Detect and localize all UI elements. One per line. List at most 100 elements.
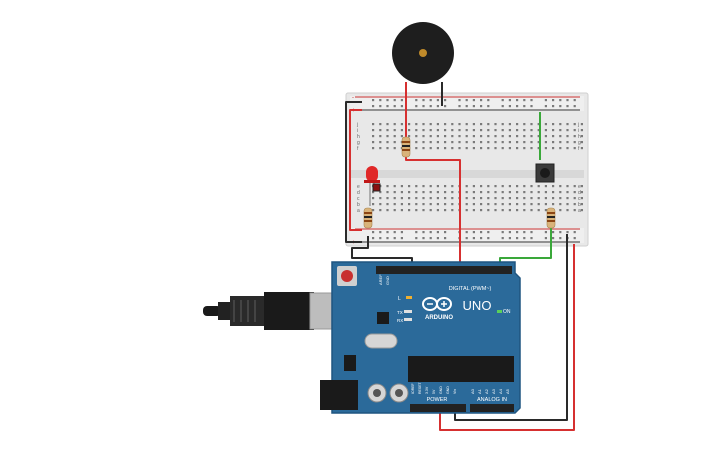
breadboard-hole <box>458 129 461 132</box>
breadboard-hole <box>573 135 576 138</box>
breadboard-hole <box>436 141 439 144</box>
breadboard-hole <box>400 231 403 234</box>
breadboard-hole <box>472 185 475 188</box>
breadboard-hole <box>393 141 396 144</box>
breadboard-hole <box>566 99 569 102</box>
breadboard-hole <box>537 135 540 138</box>
breadboard-hole <box>494 129 497 132</box>
breadboard-hole <box>379 237 382 240</box>
analog-header <box>470 404 514 412</box>
breadboard-hole <box>523 203 526 206</box>
breadboard-hole <box>444 123 447 126</box>
breadboard-hole <box>566 141 569 144</box>
atmega-chip <box>408 356 514 382</box>
breadboard-hole <box>530 231 533 234</box>
breadboard-hole <box>465 147 468 150</box>
wire-left-ground-loop <box>345 101 362 243</box>
breadboard-hole <box>544 209 547 212</box>
breadboard-hole <box>516 99 519 102</box>
breadboard-hole <box>444 203 447 206</box>
breadboard-hole <box>465 141 468 144</box>
breadboard-hole <box>552 105 555 108</box>
breadboard-hole <box>386 129 389 132</box>
breadboard-hole <box>408 123 411 126</box>
breadboard-hole <box>573 105 576 108</box>
breadboard-hole <box>559 141 562 144</box>
breadboard-hole <box>458 105 461 108</box>
breadboard-hole <box>386 231 389 234</box>
breadboard-hole <box>566 191 569 194</box>
breadboard-hole <box>544 99 547 102</box>
breadboard-hole <box>379 231 382 234</box>
breadboard-hole <box>372 135 375 138</box>
breadboard-hole <box>451 147 454 150</box>
breadboard-hole <box>429 141 432 144</box>
breadboard-hole <box>436 231 439 234</box>
power-pin-label: RESET <box>418 381 422 394</box>
breadboard-hole <box>516 209 519 212</box>
breadboard-hole <box>465 129 468 132</box>
breadboard-hole <box>408 129 411 132</box>
breadboard-hole <box>379 105 382 108</box>
row-letter: c <box>357 196 360 202</box>
breadboard-hole <box>566 203 569 206</box>
breadboard-hole <box>494 209 497 212</box>
breadboard-hole <box>386 135 389 138</box>
breadboard-hole <box>573 147 576 150</box>
breadboard-hole <box>465 191 468 194</box>
tx-label: TX <box>397 310 403 315</box>
breadboard-hole <box>458 141 461 144</box>
breadboard-hole <box>444 105 447 108</box>
breadboard-hole <box>379 129 382 132</box>
power-label: POWER <box>427 397 448 403</box>
row-letter: c <box>578 196 581 202</box>
breadboard-hole <box>379 203 382 206</box>
bottom-power-rail <box>350 228 584 243</box>
breadboard-hole <box>429 231 432 234</box>
l-label: L <box>398 296 401 302</box>
breadboard-hole <box>386 147 389 150</box>
row-letter: f <box>357 146 359 152</box>
breadboard-hole <box>436 123 439 126</box>
breadboard-hole <box>530 105 533 108</box>
breadboard-hole <box>451 141 454 144</box>
breadboard-hole <box>573 203 576 206</box>
breadboard-hole <box>465 185 468 188</box>
breadboard-hole <box>508 123 511 126</box>
breadboard-hole <box>379 197 382 200</box>
breadboard-hole <box>415 99 418 102</box>
on-label: ON <box>503 309 511 315</box>
rail-sign: - <box>352 95 354 101</box>
breadboard-hole <box>393 197 396 200</box>
arduino-uno-board <box>320 261 521 414</box>
breadboard-hole <box>451 129 454 132</box>
row-letter: j <box>356 122 358 128</box>
breadboard-hole <box>544 141 547 144</box>
breadboard-hole <box>544 147 547 150</box>
breadboard-hole <box>400 209 403 212</box>
breadboard-hole <box>472 129 475 132</box>
breadboard-hole <box>508 141 511 144</box>
breadboard-hole <box>444 237 447 240</box>
breadboard-hole <box>573 99 576 102</box>
breadboard-hole <box>544 197 547 200</box>
breadboard-hole <box>458 123 461 126</box>
breadboard-hole <box>372 197 375 200</box>
breadboard-hole <box>372 147 375 150</box>
breadboard-hole <box>487 191 490 194</box>
breadboard-hole <box>523 123 526 126</box>
breadboard-hole <box>472 105 475 108</box>
breadboard-hole <box>372 99 375 102</box>
breadboard-hole <box>537 191 540 194</box>
breadboard-hole <box>494 197 497 200</box>
breadboard-hole <box>580 185 583 188</box>
breadboard-hole <box>487 105 490 108</box>
breadboard-hole <box>451 135 454 138</box>
breadboard-hole <box>393 123 396 126</box>
power-pin-label: GND <box>439 386 443 394</box>
breadboard-hole <box>516 135 519 138</box>
breadboard-hole <box>400 185 403 188</box>
breadboard-hole <box>472 209 475 212</box>
breadboard-hole <box>386 191 389 194</box>
